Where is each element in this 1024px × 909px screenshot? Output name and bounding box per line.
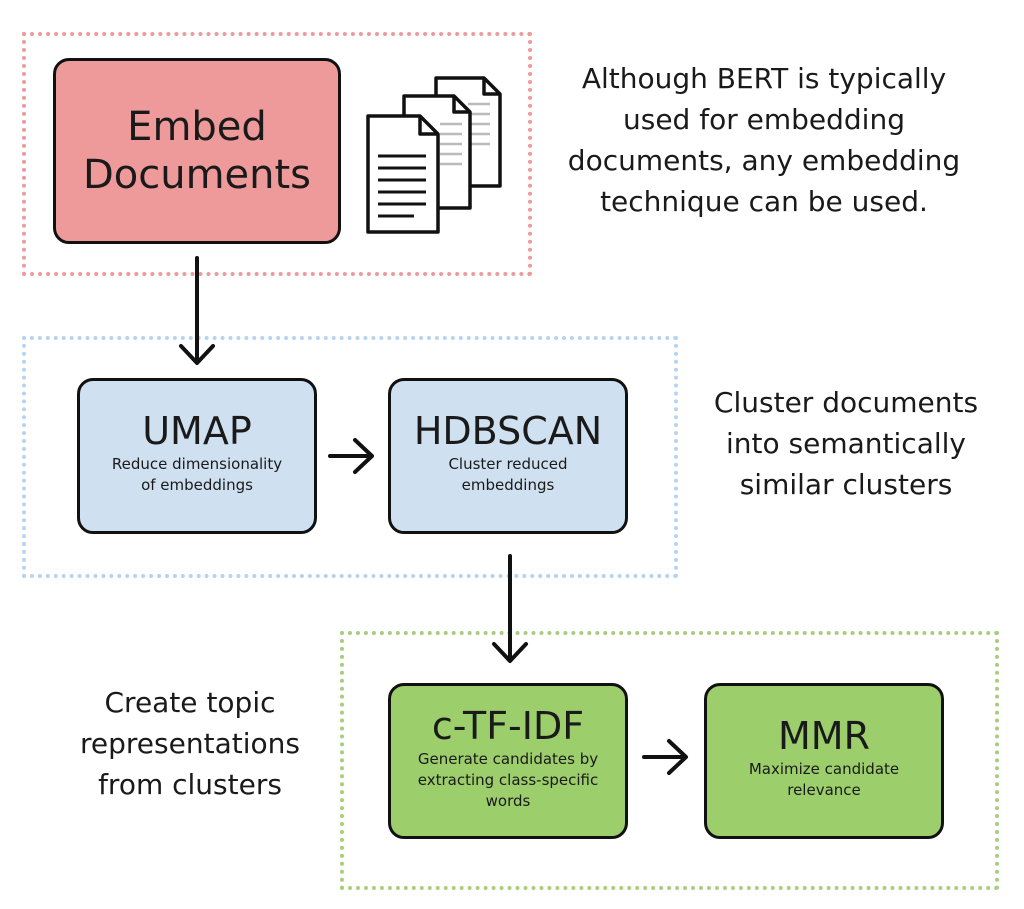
hdbscan-description: Cluster reduced embeddings bbox=[448, 454, 567, 496]
umap-description-line1: Reduce dimensionality bbox=[111, 455, 283, 473]
topic-note: Create topic representations from cluste… bbox=[40, 682, 340, 805]
ctfidf-description-line2: extracting class-specific bbox=[417, 770, 599, 789]
topic-representation-group bbox=[340, 631, 999, 890]
topic-note-line2: representations bbox=[80, 727, 300, 760]
embedding-group bbox=[22, 32, 532, 276]
mmr-description-line1: Maximize candidate bbox=[748, 760, 900, 778]
ctfidf-description-line1: Generate candidates by bbox=[417, 749, 599, 768]
topic-note-line1: Create topic bbox=[104, 686, 276, 719]
embed-documents-title-line2: Documents bbox=[82, 152, 312, 198]
umap-title: UMAP bbox=[142, 409, 252, 453]
hdbscan-title: HDBSCAN bbox=[413, 409, 603, 453]
bert-note-line2: used for embedding bbox=[623, 103, 905, 136]
umap-box: UMAP Reduce dimensionality of embeddings bbox=[77, 378, 317, 534]
ctfidf-box: c-TF-IDF Generate candidates by extracti… bbox=[388, 683, 628, 839]
topic-note-line3: from clusters bbox=[98, 768, 282, 801]
mmr-description: Maximize candidate relevance bbox=[749, 759, 899, 801]
ctfidf-title: c-TF-IDF bbox=[431, 703, 585, 748]
mmr-title: MMR bbox=[778, 714, 870, 758]
bert-note-line3: documents, any embedding bbox=[567, 144, 961, 177]
embed-documents-box: Embed Documents bbox=[53, 58, 341, 244]
bert-note-line1: Although BERT is typically bbox=[581, 62, 947, 95]
hdbscan-description-line1: Cluster reduced bbox=[448, 455, 568, 473]
hdbscan-description-line2: embeddings bbox=[461, 476, 555, 494]
cluster-note: Cluster documents into semantically simi… bbox=[690, 382, 1002, 505]
umap-description-line2: of embeddings bbox=[141, 476, 253, 494]
clustering-group bbox=[22, 336, 678, 578]
ctfidf-description: Generate candidates by extracting class-… bbox=[418, 749, 599, 812]
hdbscan-box: HDBSCAN Cluster reduced embeddings bbox=[388, 378, 628, 534]
documents-stack-icon bbox=[366, 76, 502, 234]
cluster-note-line1: Cluster documents bbox=[713, 386, 979, 419]
cluster-note-line3: similar clusters bbox=[739, 468, 953, 501]
cluster-note-line2: into semantically bbox=[726, 427, 966, 460]
ctfidf-description-line3: words bbox=[485, 791, 531, 810]
mmr-description-line2: relevance bbox=[787, 781, 861, 799]
bert-note: Although BERT is typically used for embe… bbox=[546, 58, 982, 222]
bert-note-line4: technique can be used. bbox=[600, 185, 928, 218]
embed-documents-title-line1: Embed bbox=[127, 104, 267, 150]
mmr-box: MMR Maximize candidate relevance bbox=[704, 683, 944, 839]
umap-description: Reduce dimensionality of embeddings bbox=[112, 454, 282, 496]
